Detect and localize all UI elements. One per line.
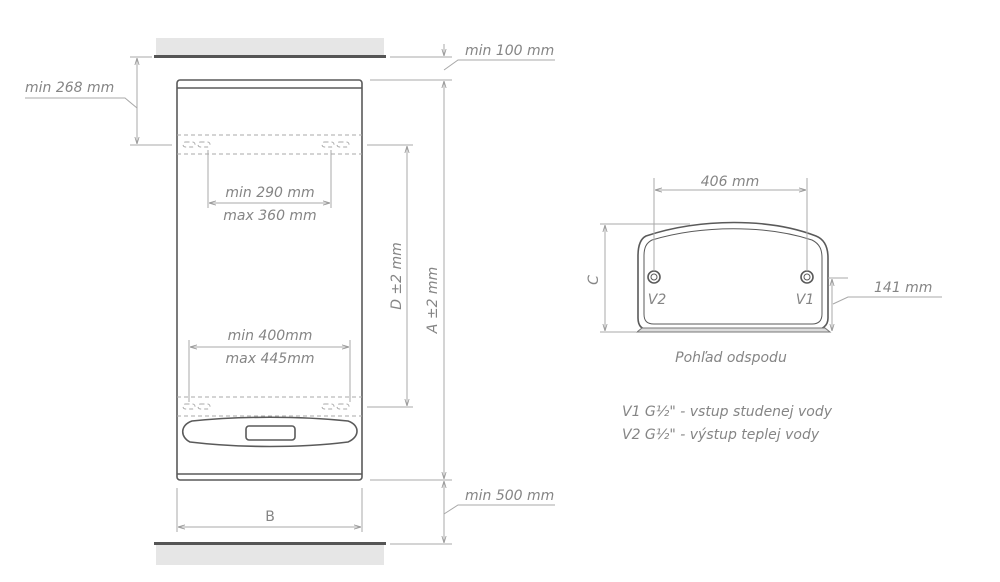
bracket-top-min-label: min 290 mm: [225, 185, 314, 201]
v1-label: V1: [796, 292, 814, 308]
dimension-b: B: [176, 488, 363, 532]
view-caption: Pohľad odspodu: [675, 350, 787, 366]
bracket-bottom-dimension: min 400mm max 445mm: [188, 328, 351, 402]
min-top-callout: min 100 mm: [443, 43, 555, 71]
bottom-view: V2 V1: [635, 221, 832, 333]
pipe-spacing-label: 406 mm: [701, 174, 759, 190]
min-side-label: min 268 mm: [25, 80, 114, 96]
display: [245, 425, 296, 441]
bracket-top-max-label: max 360 mm: [223, 208, 316, 224]
legend-v2: V2 G½" - výstup teplej vody: [622, 427, 820, 443]
water-heater-front: [176, 79, 363, 481]
pipe-height-dimension: 141 mm: [828, 277, 942, 331]
dimension-d: D ±2 mm: [367, 144, 413, 408]
ceiling: [154, 38, 386, 58]
v2-label: V2: [648, 292, 667, 308]
min-top-label: min 100 mm: [465, 43, 554, 59]
bracket-top-dimension: min 290 mm max 360 mm: [207, 150, 332, 224]
min-bottom-callout: min 500 mm: [443, 488, 555, 515]
dim-d-label: D ±2 mm: [389, 242, 405, 310]
min-side-callout: min 268 mm: [25, 56, 172, 146]
bracket-bottom-min-label: min 400mm: [228, 328, 313, 344]
floor: [154, 542, 386, 565]
dimension-a: A ±2 mm: [370, 44, 452, 545]
dimension-c: C: [586, 223, 690, 333]
mounting-slots-bottom: [182, 403, 350, 410]
pipe-height-label: 141 mm: [874, 280, 932, 296]
bracket-bottom-max-label: max 445mm: [226, 351, 315, 367]
legend-v1: V1 G½" - vstup studenej vody: [622, 404, 833, 420]
mounting-slots-top: [182, 141, 350, 148]
dim-a-label: A ±2 mm: [425, 267, 441, 334]
dim-b-label: B: [265, 509, 275, 525]
dim-c-label: C: [586, 275, 602, 285]
min-bottom-label: min 500 mm: [465, 488, 554, 504]
